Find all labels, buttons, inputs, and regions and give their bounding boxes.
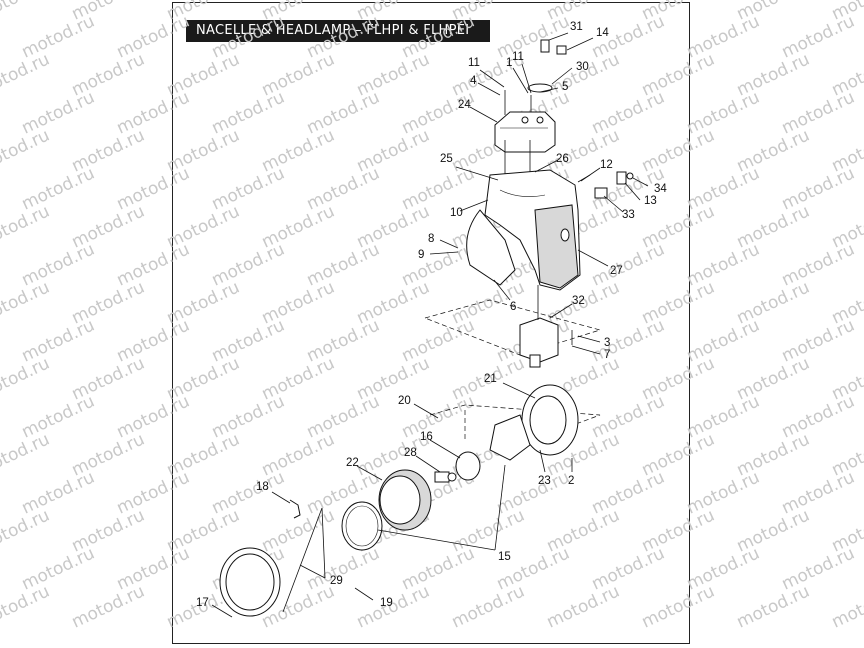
watermark-text: motod.ru <box>0 125 53 176</box>
watermark-text: motod.ru <box>0 277 53 328</box>
callout-label: 5 <box>562 81 568 93</box>
callout-label: 31 <box>570 21 583 33</box>
upper-housing-part <box>494 111 556 153</box>
watermark-text: motod.ru <box>639 581 718 632</box>
callout-label: 11 <box>512 51 524 63</box>
diagram-title: NACELLE & HEADLAMP – FLHPI & FLHPEI <box>186 20 490 42</box>
leader-lines <box>211 32 649 618</box>
watermark-text: motod.ru <box>0 581 53 632</box>
callout-label: 1 <box>506 57 512 69</box>
callout-label: 22 <box>346 457 359 469</box>
watermark-text: motod.ru <box>0 353 53 404</box>
watermark-text: motod.ru <box>544 581 623 632</box>
callout-label: 27 <box>610 265 623 277</box>
callout-label: 9 <box>418 249 424 261</box>
callout-label: 29 <box>330 575 343 587</box>
watermark-text: motod.ru <box>354 581 433 632</box>
callout-label: 4 <box>470 75 477 87</box>
callout-label: 3 <box>604 337 610 349</box>
nacelle-body-part <box>466 169 581 291</box>
watermark-layer: motod.ru motod.ru motod.ru motod.ru motod.ru… <box>0 0 864 633</box>
watermark-text: motod.ru <box>0 49 53 100</box>
callout-label: 25 <box>440 153 453 165</box>
callout-label: 20 <box>398 395 411 407</box>
watermark-text: motod.ru <box>0 429 53 480</box>
retaining-ring-part <box>341 501 383 551</box>
watermark-text: motod.ru <box>734 581 813 632</box>
headlamp-bucket-part <box>455 414 531 481</box>
callout-label: 18 <box>256 481 269 493</box>
watermark-text: motod.ru <box>0 505 53 556</box>
sealed-beam-part <box>378 469 432 531</box>
watermark-text: motod.ru <box>0 0 53 25</box>
lower-bracket-part <box>519 285 573 368</box>
headlamp-housing-part <box>521 384 579 456</box>
callout-label: 14 <box>596 27 609 39</box>
callout-label: 34 <box>654 183 667 195</box>
callout-label: 16 <box>420 431 433 443</box>
switch-parts <box>577 171 634 199</box>
callout-label: 21 <box>484 373 497 385</box>
callout-label: 32 <box>572 295 585 307</box>
clip-part <box>289 499 301 519</box>
callout-label: 30 <box>576 61 589 73</box>
callout-label: 24 <box>458 99 471 111</box>
watermark-text: motod.ru <box>69 581 148 632</box>
callout-label: 10 <box>450 207 463 219</box>
callout-label: 28 <box>404 447 417 459</box>
diagram-frame <box>172 2 690 644</box>
callout-label: 12 <box>600 159 613 171</box>
callout-label: 11 <box>468 57 480 69</box>
callout-label: 2 <box>568 475 574 487</box>
callout-label: 19 <box>380 597 393 609</box>
watermark-text: motod.ru <box>449 581 528 632</box>
callout-label: 33 <box>622 209 635 221</box>
trim-ring-part <box>219 547 281 617</box>
callout-label: 15 <box>498 551 511 563</box>
callout-label: 17 <box>196 597 209 609</box>
callout-label: 13 <box>644 195 657 207</box>
callout-label: 8 <box>428 233 434 245</box>
callout-label: 23 <box>538 475 551 487</box>
callout-label: 6 <box>510 301 516 313</box>
watermark-text: motod.ru <box>829 581 864 632</box>
bulb-part <box>434 471 457 483</box>
watermark-text: motod.ru <box>0 201 53 252</box>
callout-label: 7 <box>604 349 610 361</box>
top-bolts <box>504 39 567 175</box>
callout-label: 26 <box>556 153 569 165</box>
